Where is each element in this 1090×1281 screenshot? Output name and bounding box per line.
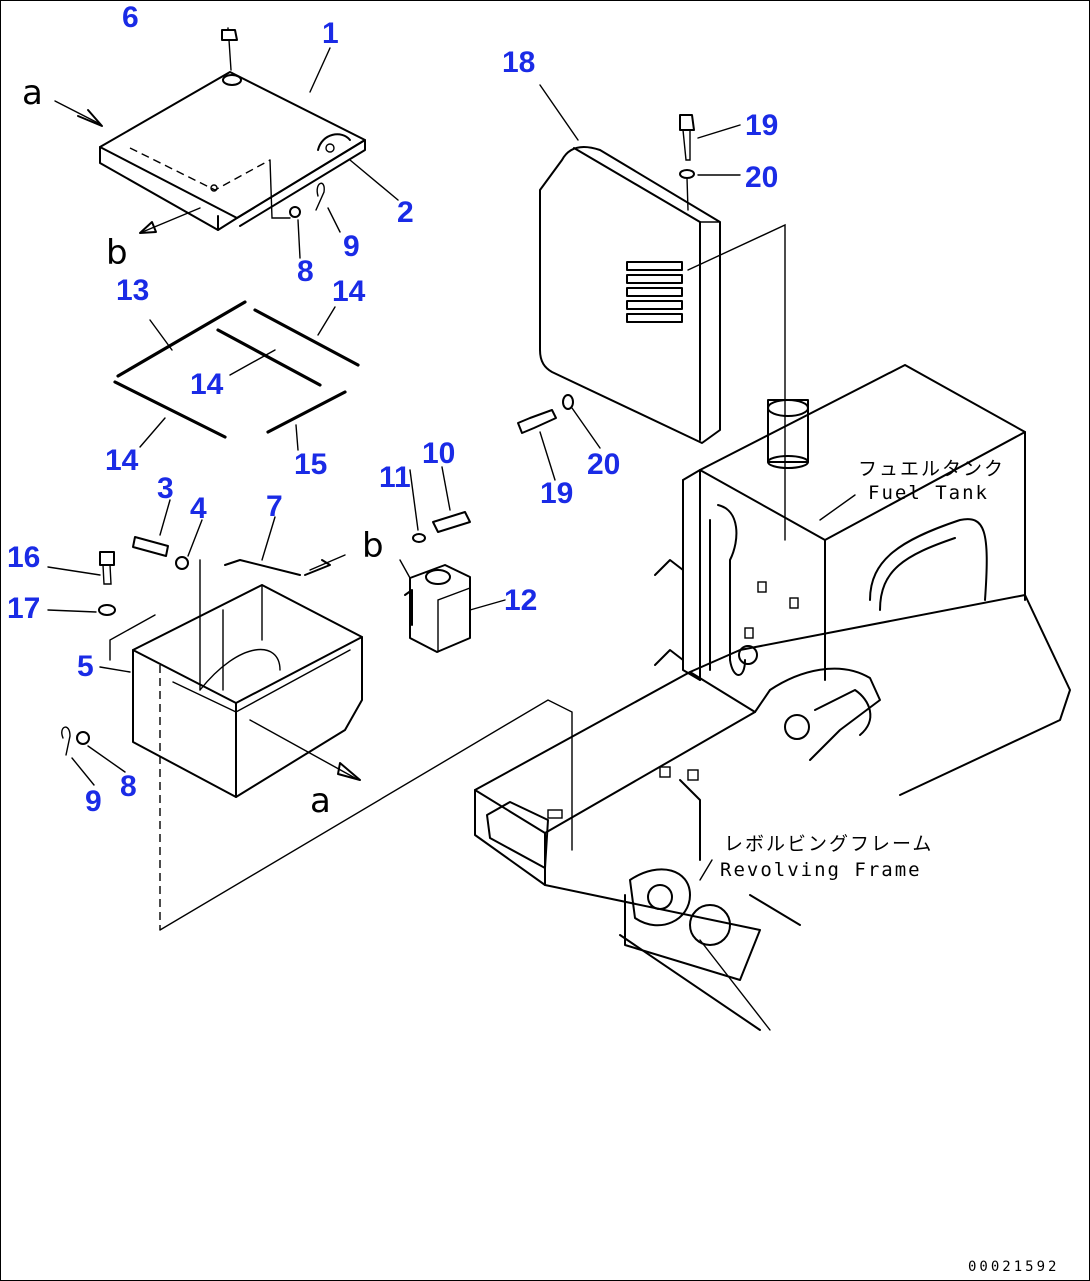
- arrow-b-leader: [309, 554, 346, 571]
- callout-20-bottom: 20: [587, 448, 620, 481]
- drawing-code: 00021592: [968, 1259, 1059, 1275]
- callout-14-mid: 14: [190, 368, 224, 401]
- arrow-b-mid-icon: [304, 559, 331, 576]
- callout-6: 6: [122, 1, 139, 34]
- bolt-6-icon: [221, 29, 238, 71]
- washer-20-bottom-icon: [562, 394, 574, 410]
- callout-14-right: 14: [332, 275, 366, 308]
- label-revolving-frame-jp: レボルビングフレーム: [724, 833, 933, 855]
- callout-3: 3: [157, 472, 174, 505]
- bolt-19-bottom-icon: [517, 409, 557, 434]
- bolt-3-icon: [132, 536, 169, 557]
- callout-4: 4: [190, 492, 207, 525]
- callout-5: 5: [77, 650, 94, 683]
- arrow-b-left-line: [139, 207, 201, 234]
- ref-b-left: b: [106, 233, 128, 273]
- callout-19-top: 19: [745, 109, 778, 142]
- bolt-16-icon: [99, 551, 115, 566]
- revolving-frame: [474, 594, 1071, 1031]
- callout-19-bottom: 19: [540, 477, 573, 510]
- callout-15: 15: [294, 448, 327, 481]
- battery-box: [109, 559, 363, 930]
- arrow-a-top-line: [54, 100, 101, 125]
- arrow-a-bottom-line: [249, 719, 356, 779]
- callout-12: 12: [504, 584, 537, 617]
- callout-8-top: 8: [297, 255, 314, 288]
- washer-4-icon: [175, 556, 189, 570]
- arrow-a-bottom-icon: [337, 762, 361, 781]
- callout-14-left: 14: [105, 444, 139, 477]
- callout-1: 1: [322, 17, 339, 50]
- callout-16: 16: [7, 541, 40, 574]
- callout-7: 7: [266, 490, 283, 523]
- label-fuel-tank-jp: フュエルタンク: [858, 458, 1005, 480]
- bolt-19-top-icon: [679, 114, 695, 131]
- callout-17: 17: [7, 592, 40, 625]
- ref-b-mid: b: [362, 526, 384, 566]
- battery-cover-lid: [99, 71, 366, 231]
- ref-a-bottom: a: [310, 781, 331, 821]
- leader-lines: [47, 27, 856, 881]
- washer-17-icon: [98, 604, 116, 616]
- washer-20-top-icon: [679, 169, 695, 179]
- battery-mats: [113, 300, 360, 439]
- callout-11: 11: [379, 461, 411, 494]
- label-fuel-tank-en: Fuel Tank: [868, 482, 989, 504]
- washer-11-icon: [412, 533, 426, 543]
- label-revolving-frame-en: Revolving Frame: [720, 859, 922, 881]
- bolt-10-icon: [432, 511, 471, 533]
- washer-8-icon: [289, 206, 301, 218]
- arrow-a-top-icon: [77, 109, 103, 127]
- ref-a-top: a: [22, 73, 43, 113]
- relay-12-icon: [404, 564, 471, 653]
- callout-18: 18: [502, 46, 535, 79]
- callout-20-top: 20: [745, 161, 778, 194]
- fuel-tank: [654, 364, 1026, 681]
- pin-9-bottom-icon: [61, 726, 71, 756]
- rod-7-icon: [224, 559, 301, 576]
- washer-8-bottom-icon: [76, 731, 90, 745]
- arrow-b-left-icon: [139, 221, 157, 234]
- callout-2: 2: [397, 196, 414, 229]
- callout-13: 13: [116, 274, 149, 307]
- connection-leader: [159, 699, 573, 931]
- pin-9-icon: [315, 182, 325, 211]
- callout-10: 10: [422, 437, 455, 470]
- callout-9-top: 9: [343, 230, 360, 263]
- callout-8-bottom: 8: [120, 770, 137, 803]
- fuel-tank-cover: [539, 146, 721, 444]
- callout-9-bottom: 9: [85, 785, 102, 818]
